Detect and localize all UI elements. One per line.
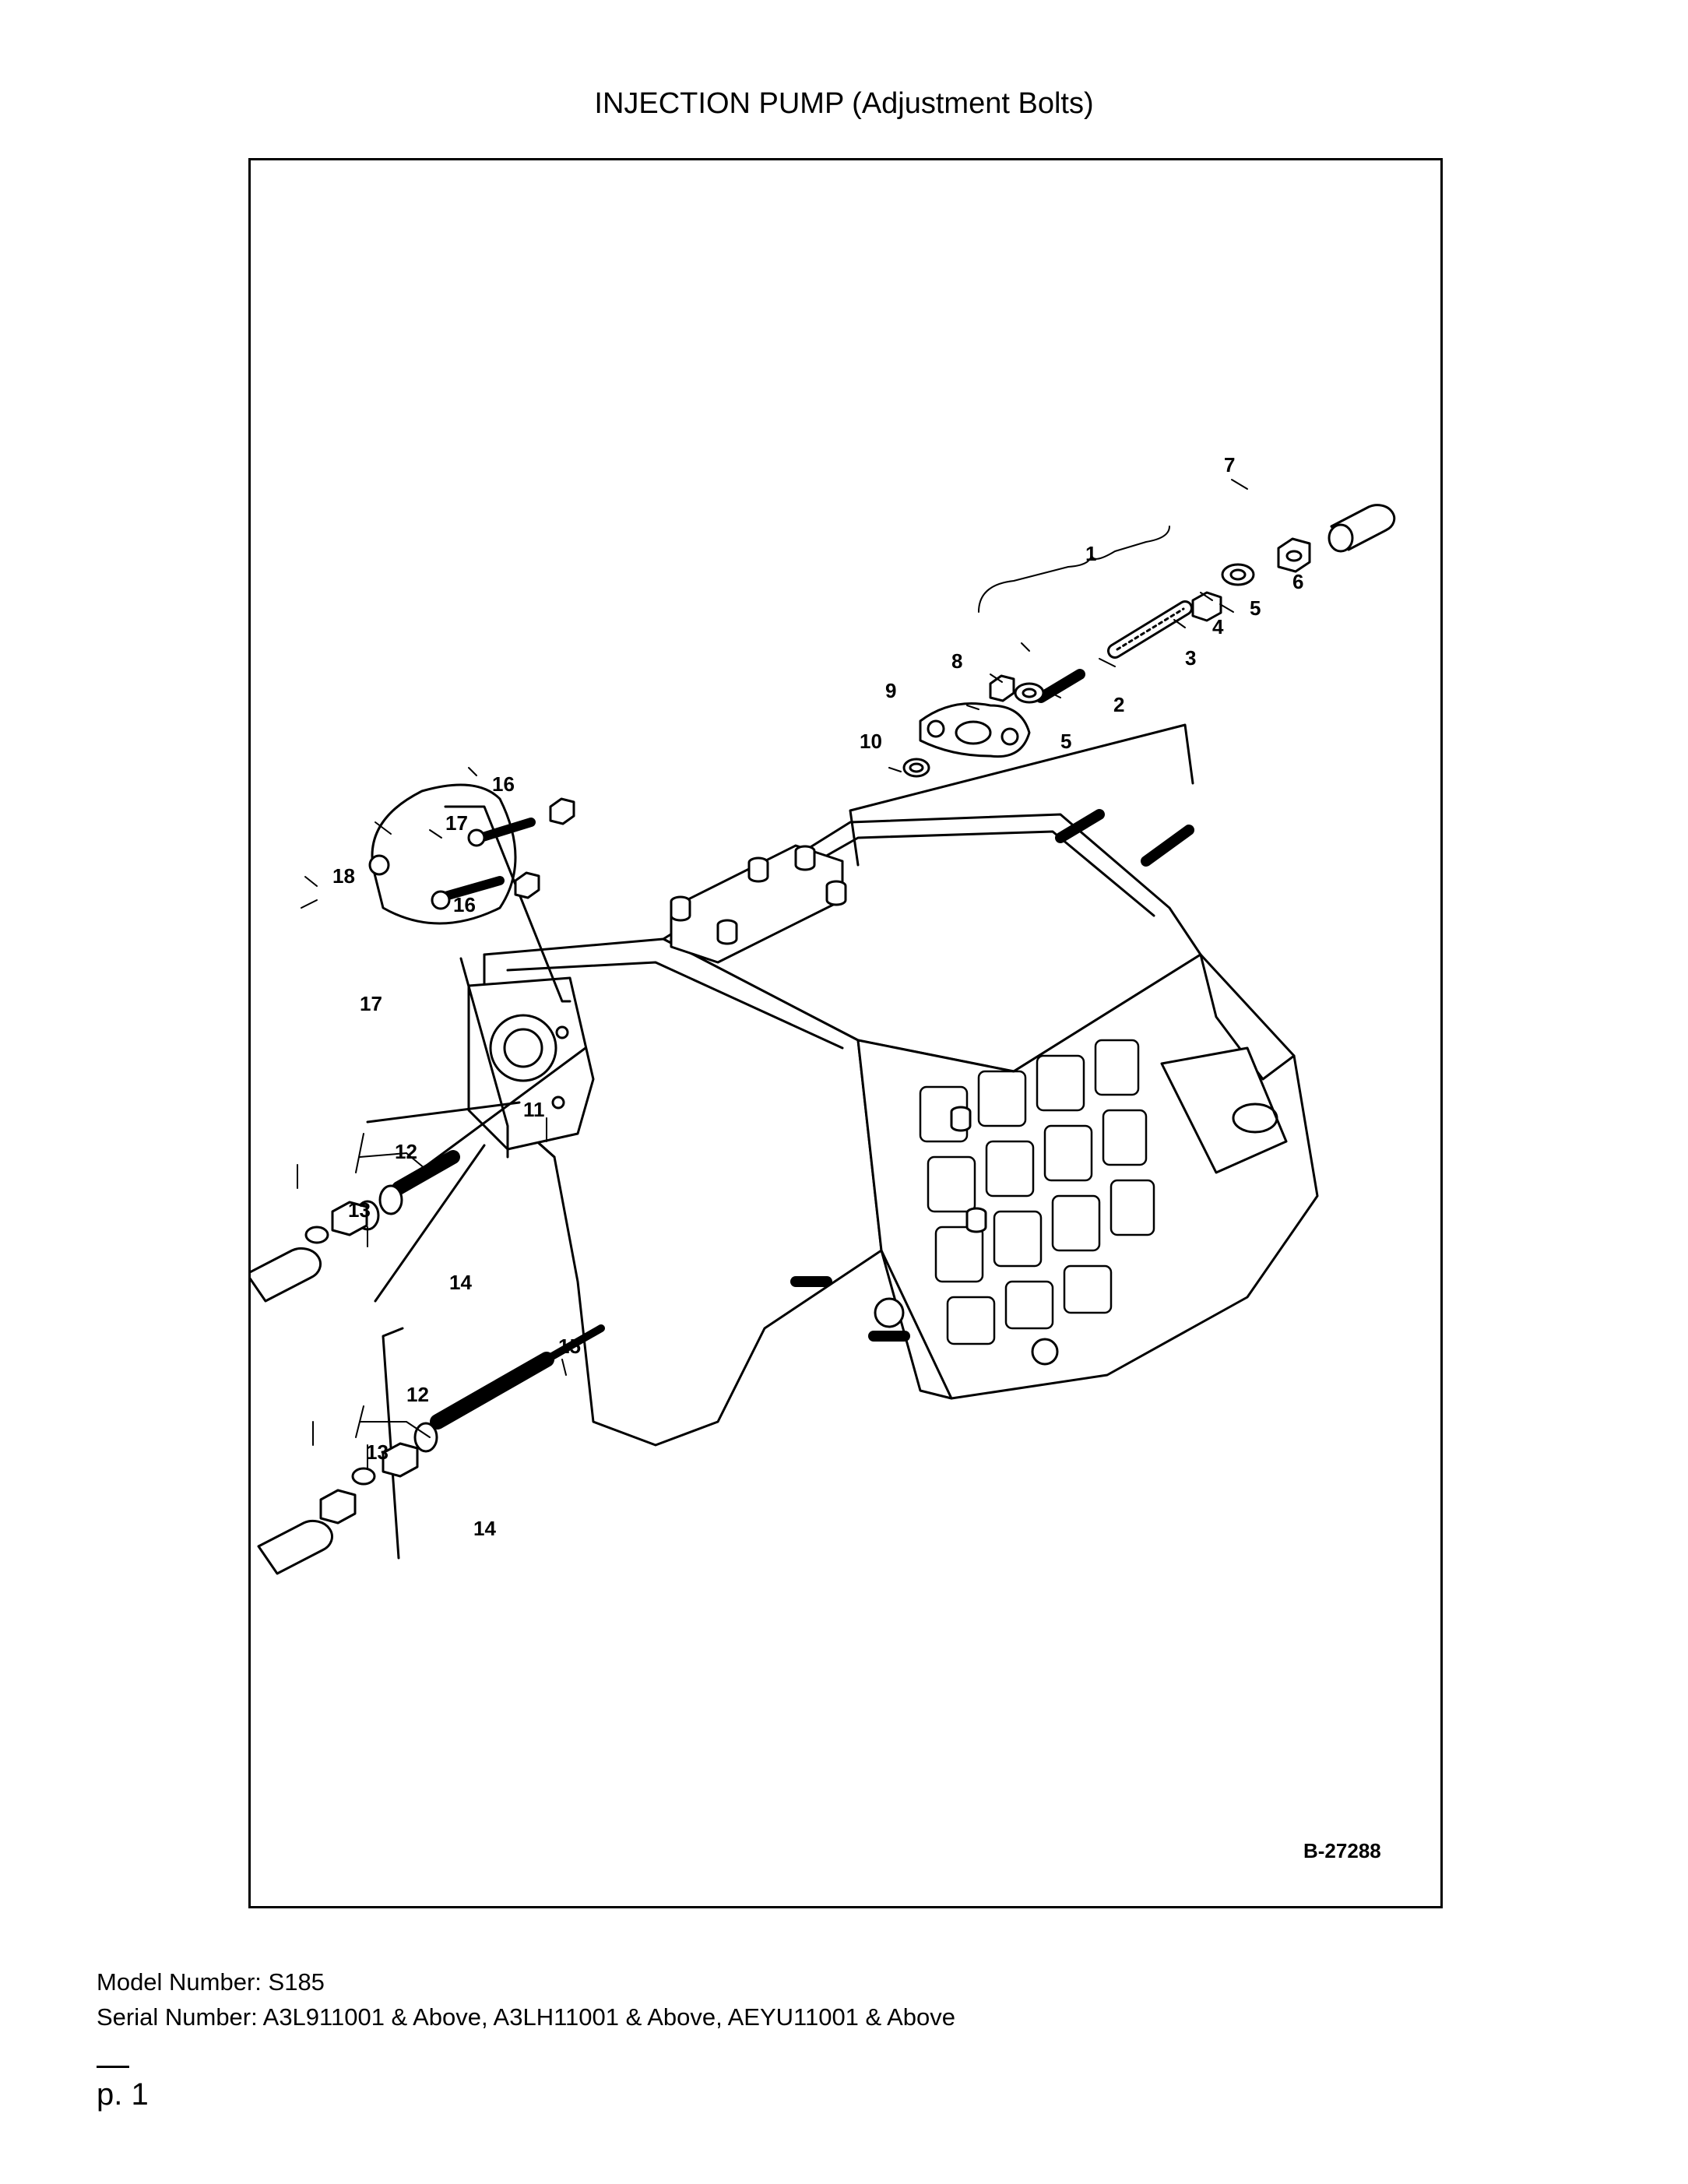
callout-16a: 16 — [492, 772, 515, 796]
diagram-frame: 1 2 3 4 5 6 7 8 9 5 10 16 17 18 16 17 11… — [248, 158, 1443, 1908]
callout-3: 3 — [1185, 646, 1196, 670]
parts-group-lower — [257, 1324, 605, 1575]
callout-12a: 12 — [395, 1140, 417, 1163]
parts-group-upper — [1036, 504, 1396, 703]
serial-number: Serial Number: A3L911001 & Above, A3LH11… — [97, 2003, 956, 2031]
callout-16b: 16 — [453, 893, 476, 916]
callout-9: 9 — [885, 679, 896, 702]
callout-14b: 14 — [473, 1517, 496, 1540]
callout-7: 7 — [1224, 453, 1235, 477]
callout-6: 6 — [1292, 570, 1303, 593]
parts-group-middle — [251, 1046, 587, 1303]
callout-5: 5 — [1250, 596, 1261, 620]
page-marker — [97, 2066, 129, 2068]
model-number: Model Number: S185 — [97, 1968, 325, 1996]
callout-2: 2 — [1113, 693, 1124, 716]
callout-10: 10 — [860, 730, 882, 753]
callout-12b: 12 — [406, 1383, 429, 1406]
pump-housing — [467, 809, 1319, 1447]
callout-15: 15 — [558, 1335, 581, 1358]
parts-group-plate — [902, 674, 1045, 778]
callout-1: 1 — [1085, 542, 1096, 565]
exploded-parts-diagram: 1 2 3 4 5 6 7 8 9 5 10 16 17 18 16 17 11… — [251, 453, 1396, 1862]
callout-5b: 5 — [1060, 730, 1071, 753]
callout-18: 18 — [332, 864, 355, 888]
callout-13a: 13 — [348, 1198, 371, 1222]
page-number: p. 1 — [97, 2077, 149, 2112]
callout-11: 11 — [523, 1098, 545, 1121]
callout-8: 8 — [951, 649, 962, 673]
callout-labels: 1 2 3 4 5 6 7 8 9 5 10 16 17 18 16 17 11… — [332, 453, 1381, 1862]
connection-lines — [366, 723, 1194, 1560]
callout-14a: 14 — [449, 1271, 472, 1294]
callout-17a: 17 — [445, 811, 468, 835]
page-title: INJECTION PUMP (Adjustment Bolts) — [594, 87, 1094, 120]
parts-group-left-upper — [368, 783, 575, 925]
callout-13b: 13 — [366, 1440, 389, 1464]
callout-17b: 17 — [360, 992, 382, 1015]
figure-id: B-27288 — [1303, 1839, 1381, 1862]
callout-leaders — [297, 479, 1248, 1469]
callout-4: 4 — [1212, 615, 1224, 638]
